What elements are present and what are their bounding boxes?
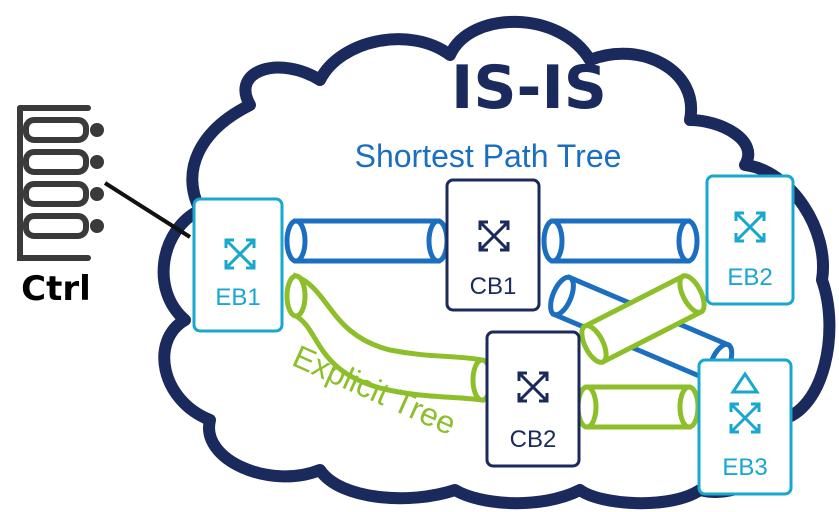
spt-tunnel-eb1-cb1 — [284, 218, 450, 264]
triangle-icon — [730, 371, 760, 394]
spt-label: Shortest Path Tree — [355, 138, 622, 174]
protocol-title: IS-IS — [451, 53, 607, 123]
controller-label: Ctrl — [21, 269, 91, 309]
controller: Ctrl — [17, 105, 104, 309]
explicit-tunnel-cb2-eb2 — [579, 272, 707, 366]
node-eb2-label: EB2 — [727, 264, 772, 291]
crossed-arrows-icon — [478, 220, 510, 252]
node-eb3-label: EB3 — [722, 454, 767, 481]
crossed-arrows-icon — [224, 238, 256, 270]
node-cb1: CB1 — [445, 178, 541, 312]
node-cb1-label: CB1 — [470, 273, 517, 300]
node-eb1: EB1 — [192, 197, 284, 333]
server-rack-icon — [17, 105, 104, 261]
crossed-arrows-icon — [517, 371, 549, 403]
spt-tunnel-cb1-eb2 — [541, 218, 700, 264]
node-cb2: CB2 — [485, 330, 581, 468]
node-eb3: EB3 — [697, 358, 793, 496]
crossed-arrows-icon — [729, 402, 761, 434]
crossed-arrows-icon — [734, 211, 766, 243]
controller-link — [103, 181, 192, 239]
node-eb1-label: EB1 — [215, 284, 260, 311]
explicit-tunnels — [284, 272, 707, 430]
node-eb2: EB2 — [705, 174, 795, 306]
explicit-tunnel-cb2-eb3 — [575, 384, 701, 430]
node-cb2-label: CB2 — [510, 426, 557, 453]
